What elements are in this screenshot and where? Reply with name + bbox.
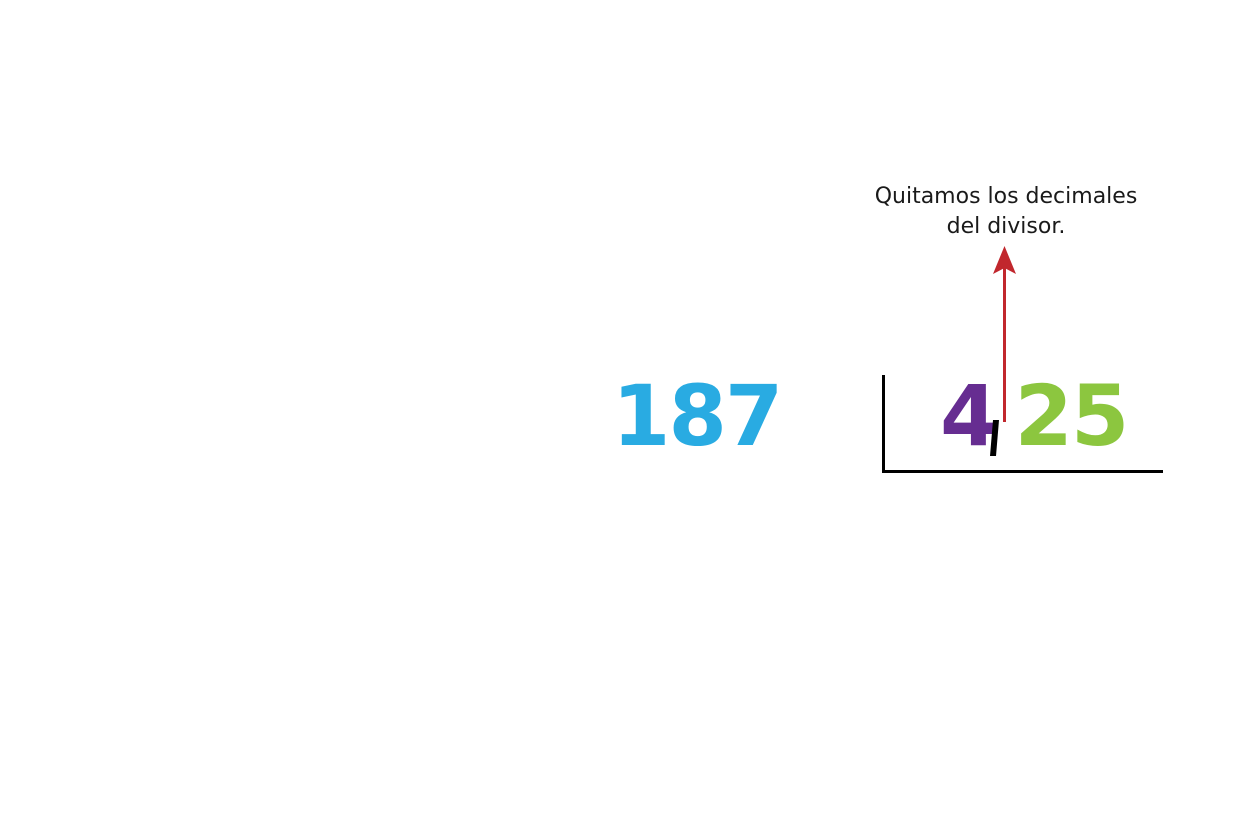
annotation-line-1: Quitamos los decimales bbox=[874, 184, 1138, 209]
arrow-up-icon bbox=[993, 246, 1016, 422]
divisor-integer-part: 4 bbox=[940, 367, 998, 465]
division-bracket-vertical bbox=[882, 375, 885, 473]
arrow-head bbox=[993, 246, 1016, 274]
division-bracket-horizontal bbox=[882, 470, 1163, 473]
divisor-decimal-part: 25 bbox=[1014, 367, 1129, 465]
decimal-comma-shape bbox=[990, 420, 999, 456]
decimal-comma-mark bbox=[990, 420, 999, 456]
annotation-note: Quitamos los decimales del divisor. bbox=[846, 182, 1166, 242]
dividend-number: 187 bbox=[612, 367, 783, 465]
annotation-line-2: del divisor. bbox=[946, 214, 1066, 239]
